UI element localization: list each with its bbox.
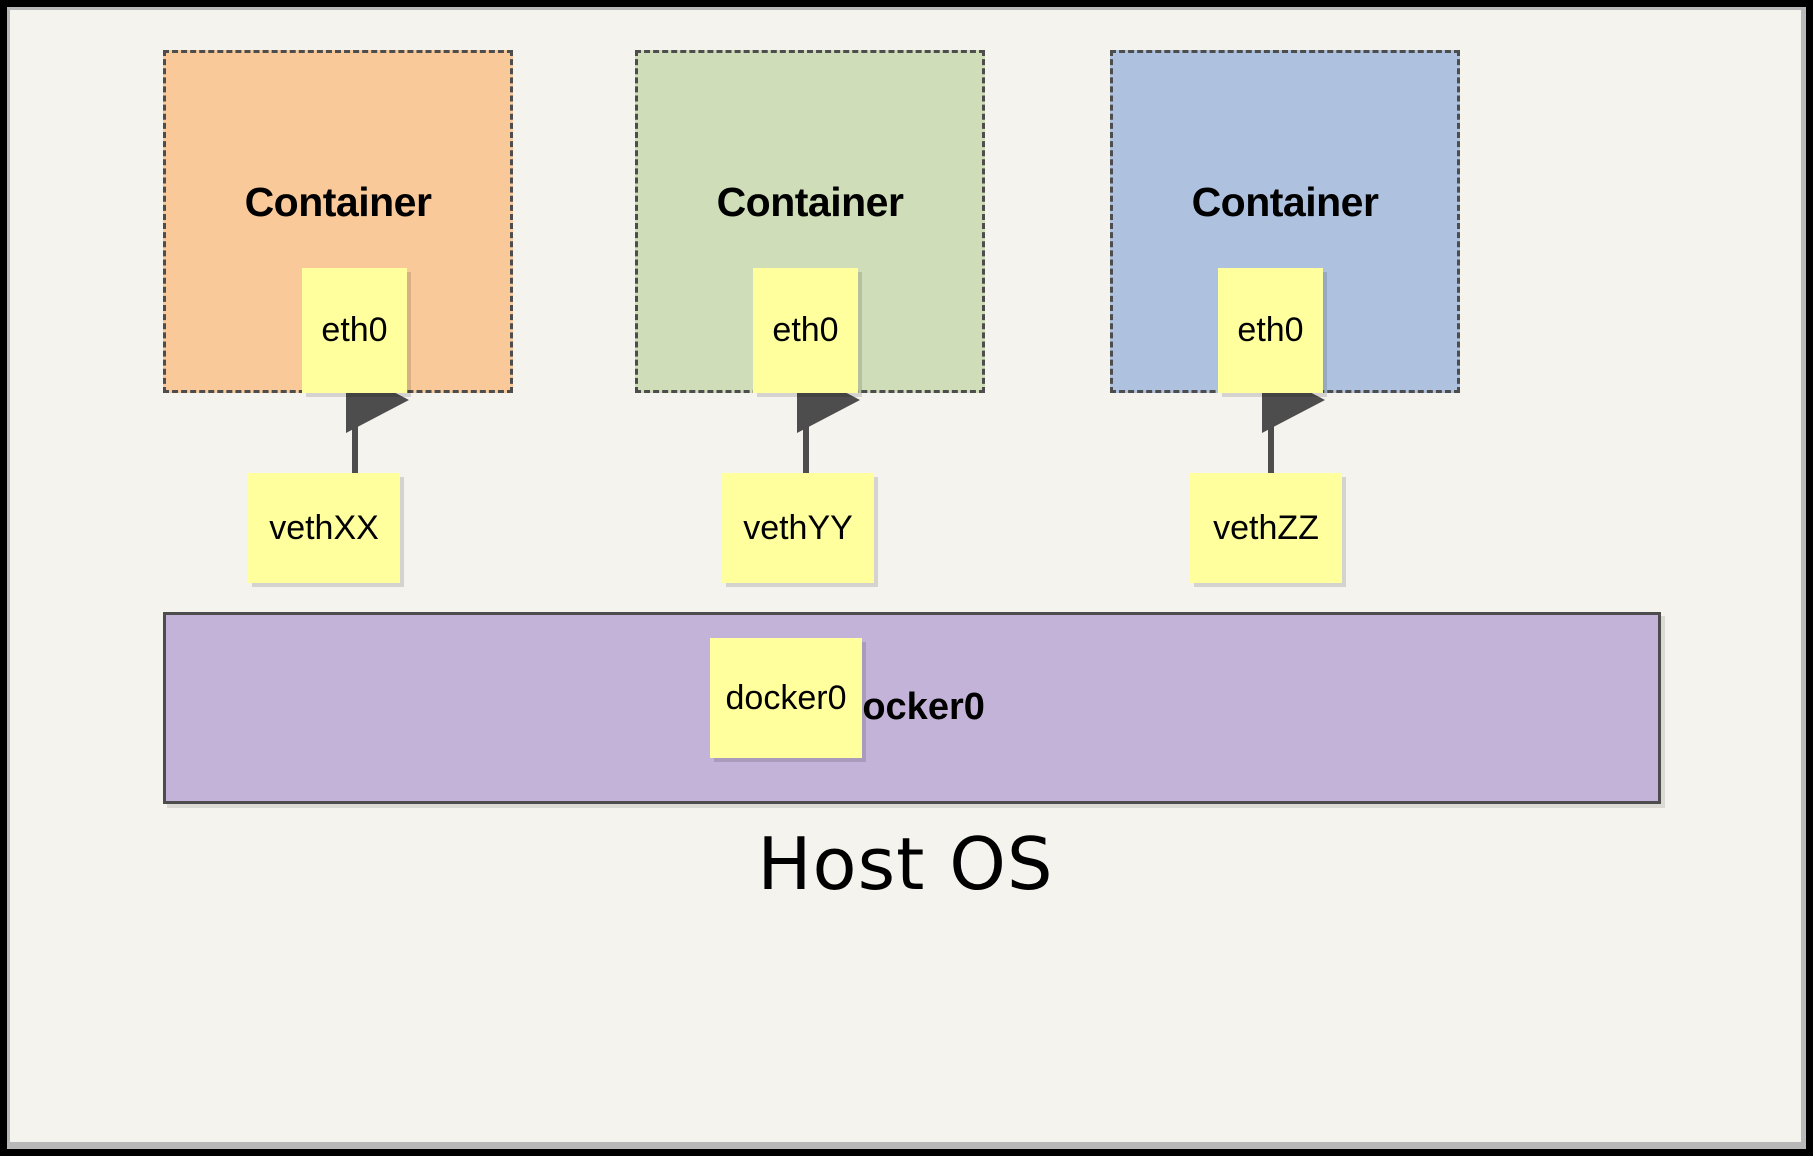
container-box-1[interactable]: Container: [163, 50, 513, 393]
diagram-surface: Container eth0 Container eth0 Container …: [10, 10, 1801, 1142]
docker0-interface-box[interactable]: docker0: [710, 638, 862, 758]
container-title-2: Container: [716, 179, 904, 225]
eth0-box-2[interactable]: eth0: [753, 268, 858, 393]
eth0-label-1: eth0: [321, 311, 388, 349]
container-title-3: Container: [1191, 179, 1379, 225]
docker0-bridge-title: docker0: [839, 686, 985, 728]
host-os-label: Host OS: [757, 822, 1054, 906]
vethxx-label: vethXX: [269, 508, 379, 547]
vethzz-box[interactable]: vethZZ: [1190, 473, 1342, 583]
vethxx-box[interactable]: vethXX: [248, 473, 400, 583]
eth0-box-3[interactable]: eth0: [1218, 268, 1323, 393]
eth0-box-1[interactable]: eth0: [302, 268, 407, 393]
vethyy-box[interactable]: vethYY: [722, 473, 874, 583]
container-title-1: Container: [244, 179, 432, 225]
eth0-label-3: eth0: [1237, 311, 1304, 349]
vethyy-label: vethYY: [743, 508, 853, 547]
eth0-label-2: eth0: [772, 311, 839, 349]
docker0-interface-label: docker0: [725, 678, 847, 717]
vethzz-label: vethZZ: [1213, 508, 1319, 547]
docker0-bridge-bar[interactable]: [163, 612, 1661, 804]
